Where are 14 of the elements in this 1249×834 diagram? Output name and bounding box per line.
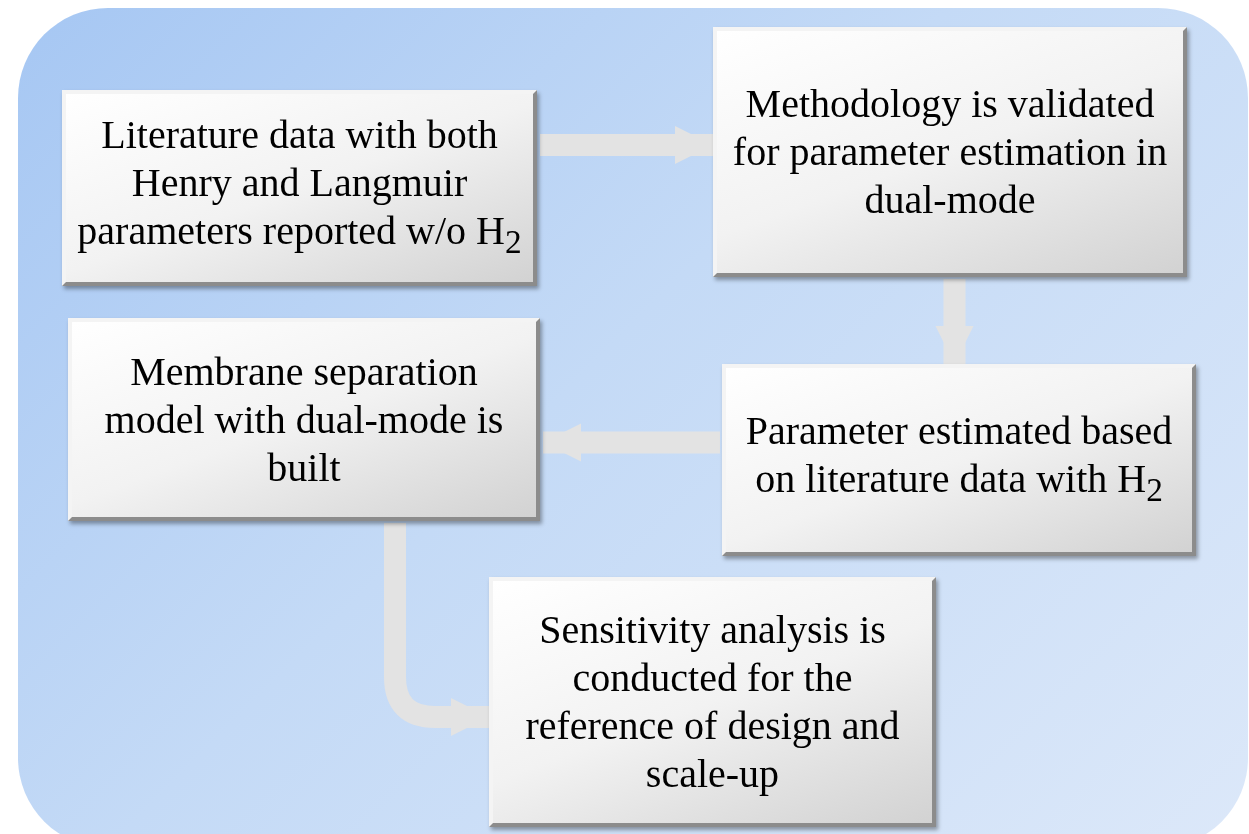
arrow: [935, 279, 974, 364]
box-text: Membrane separation model with dual-mode is built: [103, 347, 505, 492]
arrow: [543, 423, 720, 462]
box-text: Literature data with both Henry and Langmuir parameters reported w/o H$_{2}$: [76, 110, 523, 262]
box-text: Parameter estimated based on literature data with H$_{2}$: [744, 406, 1174, 510]
process-box: [68, 318, 540, 521]
box-text: Sensitivity analysis is conducted for the reference of design and scale-up: [524, 606, 901, 798]
box-text: Methodology is validated for parameter estimation in dual-mode: [731, 80, 1169, 224]
arrow: [540, 126, 713, 164]
process-box: [62, 90, 537, 286]
process-box: [722, 364, 1196, 556]
arrow: [384, 523, 489, 736]
process-box: [713, 27, 1187, 277]
process-box: [489, 577, 936, 827]
